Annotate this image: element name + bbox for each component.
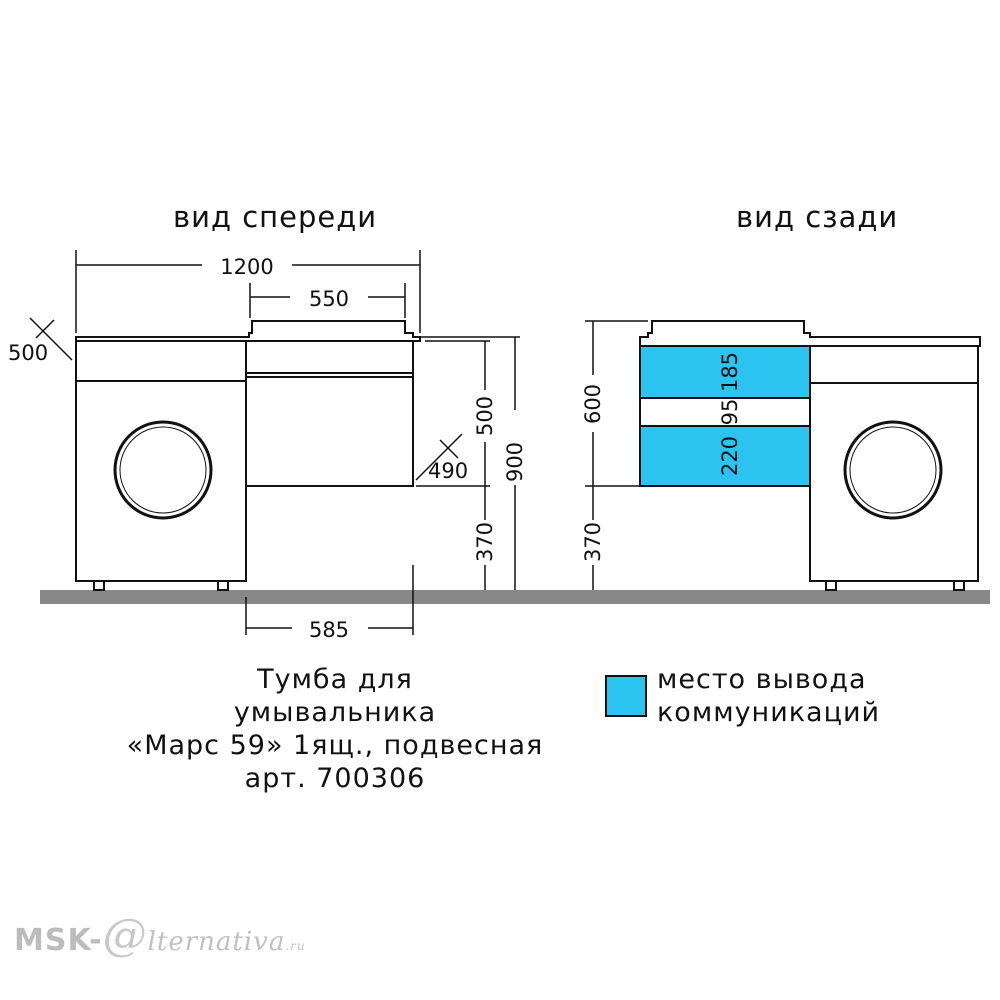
washing-machine-back bbox=[809, 345, 979, 591]
utility-zone-lower bbox=[639, 425, 811, 487]
dim-back-height: 600 bbox=[581, 384, 605, 424]
dim-total-width: 1200 bbox=[220, 255, 273, 279]
dim-top-width: 550 bbox=[309, 287, 349, 311]
caption-line-1: Тумба для bbox=[257, 664, 413, 695]
dim-leg-height-front: 370 bbox=[473, 522, 497, 562]
dim-zone-gap: 95 bbox=[718, 399, 742, 426]
countertop-front bbox=[75, 320, 421, 342]
front-view-label: вид спереди bbox=[173, 200, 378, 234]
dim-leg-height-back: 370 bbox=[581, 522, 605, 562]
back-dimension-lines bbox=[585, 320, 648, 590]
legend-swatch bbox=[605, 675, 647, 717]
watermark-suffix: .ru bbox=[285, 939, 306, 953]
washing-machine-front bbox=[75, 340, 247, 591]
dim-depth-left: 500 bbox=[8, 341, 48, 365]
watermark-at: @ bbox=[102, 910, 148, 961]
watermark-logo: MSK-@lternativa.ru bbox=[14, 910, 306, 961]
back-view bbox=[639, 320, 981, 591]
caption-line-4: арт. 700306 bbox=[244, 763, 426, 794]
dim-drawer-depth: 490 bbox=[428, 459, 468, 483]
dim-total-height: 900 bbox=[503, 442, 527, 482]
dim-zone-top: 185 bbox=[718, 352, 742, 392]
utility-zone-upper bbox=[639, 345, 811, 399]
dim-drawer-height: 500 bbox=[473, 396, 497, 436]
watermark-prefix: MSK- bbox=[14, 923, 103, 958]
caption-line-2: умывальника bbox=[233, 697, 437, 728]
product-caption: Тумба для умывальника «Марс 59» 1ящ., по… bbox=[100, 663, 570, 795]
cabinet-front bbox=[245, 340, 414, 487]
legend-line-1: место вывода bbox=[657, 664, 867, 695]
front-dimension-lines bbox=[29, 250, 520, 635]
countertop-back bbox=[639, 320, 981, 347]
dim-zone-bottom: 220 bbox=[718, 436, 742, 476]
caption-line-3: «Марс 59» 1ящ., подвесная bbox=[126, 730, 544, 761]
back-view-label: вид сзади bbox=[736, 200, 899, 234]
watermark-rest: lternativa bbox=[147, 927, 286, 957]
legend-label: место вывода коммуникаций bbox=[657, 663, 880, 729]
floor bbox=[40, 590, 990, 604]
dim-bottom-width: 585 bbox=[309, 618, 349, 642]
legend-line-2: коммуникаций bbox=[657, 697, 881, 728]
front-view bbox=[75, 320, 421, 591]
